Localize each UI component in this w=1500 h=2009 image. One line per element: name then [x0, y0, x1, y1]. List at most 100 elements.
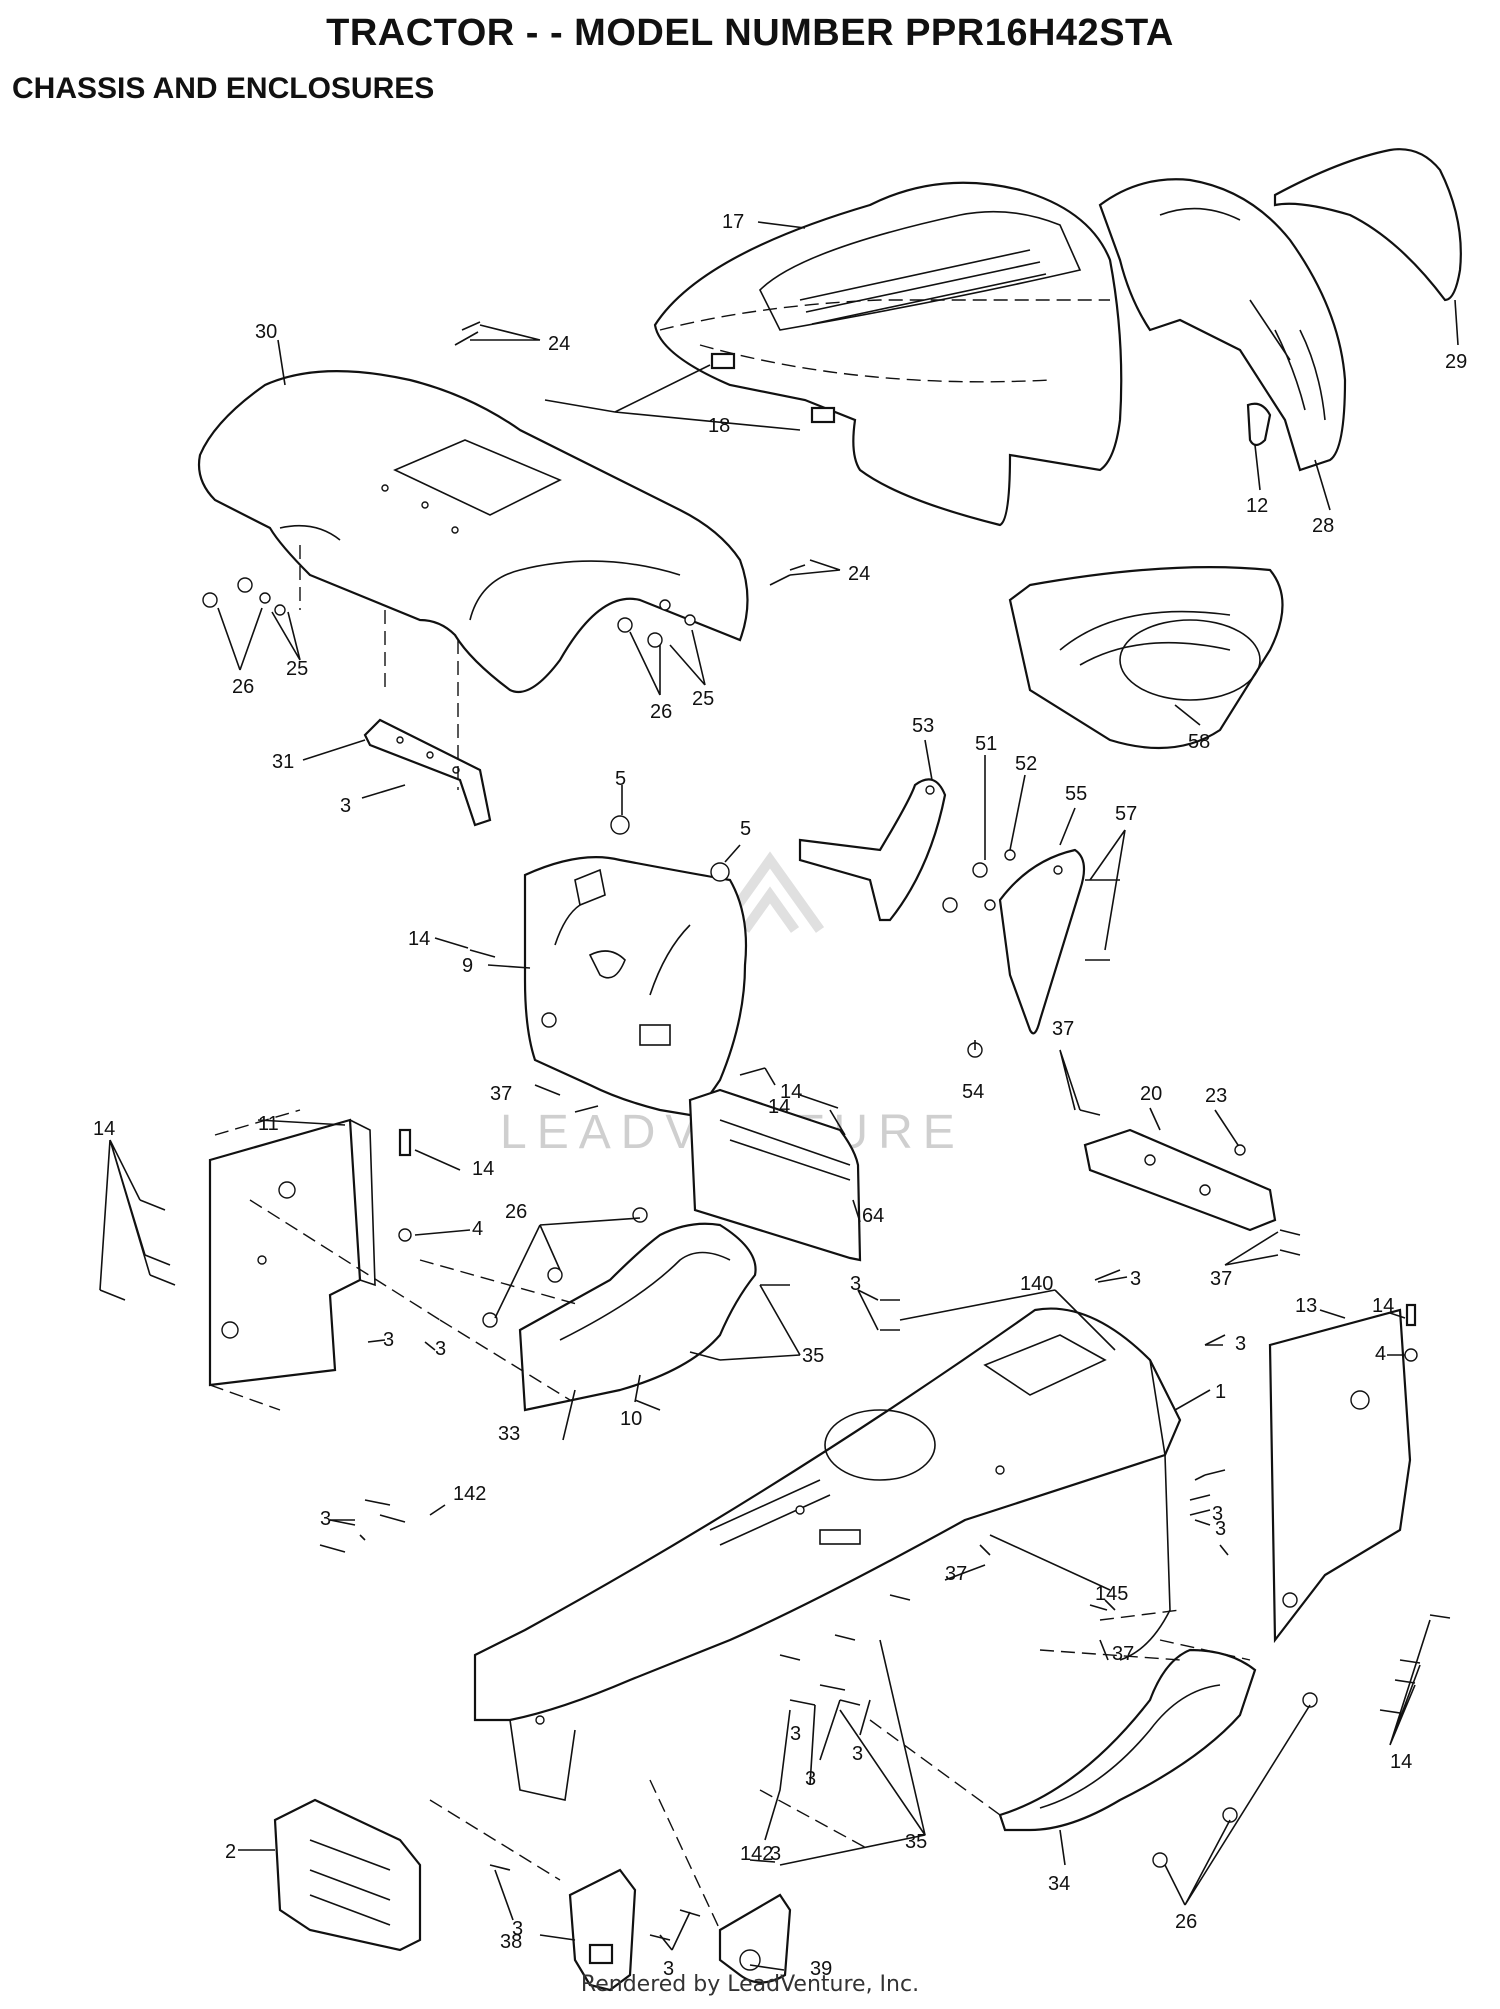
callout-4-left: 4	[472, 1218, 483, 1240]
part-13-side-panel-right	[1268, 1308, 1412, 1644]
page-title: TRACTOR - - MODEL NUMBER PPR16H42STA	[326, 12, 1174, 54]
callout-12: 12	[1246, 495, 1268, 517]
callout-55: 55	[1065, 783, 1087, 805]
part-12-latch	[1246, 402, 1272, 447]
callout-23: 23	[1205, 1085, 1227, 1107]
callout-39: 39	[810, 1958, 832, 1980]
part-55-mount-bracket	[998, 848, 1086, 1035]
callout-3-left-a: 3	[383, 1329, 394, 1351]
callout-3-left-b: 3	[435, 1338, 446, 1360]
callout-3-lower-d: 3	[790, 1723, 801, 1745]
callout-5-right: 5	[740, 818, 751, 840]
part-34-footrest	[998, 1648, 1257, 1832]
callout-25-right: 25	[692, 688, 714, 710]
callout-14-dash: 14	[408, 928, 430, 950]
callout-3-right-b: 3	[1215, 1518, 1226, 1540]
callout-57: 57	[1115, 803, 1137, 825]
callout-25-left: 25	[286, 658, 308, 680]
part-9-dash-panel	[523, 856, 748, 1117]
part-17-hood	[653, 181, 1123, 527]
callout-26-bottom: 26	[1175, 1911, 1197, 1933]
callout-53: 53	[912, 715, 934, 737]
part-58-footrest-pan	[1008, 566, 1284, 750]
callout-35-lower: 35	[905, 1831, 927, 1853]
callout-26-right: 26	[650, 701, 672, 723]
callout-14-left: 14	[93, 1118, 115, 1140]
callout-3-left-c: 3	[320, 1508, 331, 1530]
part-31-fender-bracket	[363, 718, 492, 827]
leader-lines	[99, 221, 1459, 1971]
callout-140: 140	[1020, 1273, 1053, 1295]
callout-14-right: 14	[1372, 1295, 1394, 1317]
part-30-fender	[197, 370, 749, 694]
callout-37-right: 37	[1210, 1268, 1232, 1290]
callout-18: 18	[708, 415, 730, 437]
callout-37-dash: 37	[490, 1083, 512, 1105]
callout-14-bolt: 14	[472, 1158, 494, 1180]
callout-3-frame-top: 3	[1130, 1268, 1141, 1290]
callout-20: 20	[1140, 1083, 1162, 1105]
callout-24-top: 24	[548, 333, 570, 355]
callout-38: 38	[500, 1931, 522, 1953]
part-38-lift-bracket	[568, 1868, 637, 1992]
part-1-main-frame	[473, 1307, 1182, 1801]
callout-3-bracket: 3	[340, 795, 351, 817]
part-64-console	[688, 1088, 862, 1262]
callout-5-left: 5	[615, 768, 626, 790]
section-title: CHASSIS AND ENCLOSURES	[12, 72, 435, 105]
callout-145: 145	[1095, 1583, 1128, 1605]
callout-9: 9	[462, 955, 473, 977]
callout-3-lower-b: 3	[770, 1843, 781, 1865]
callout-58: 58	[1188, 731, 1210, 753]
callout-37-top: 37	[1052, 1018, 1074, 1040]
callout-10: 10	[620, 1408, 642, 1430]
part-33-step-plate	[518, 1222, 757, 1412]
callout-33: 33	[498, 1423, 520, 1445]
callout-29: 29	[1445, 351, 1467, 373]
callout-37-rod: 37	[945, 1563, 967, 1585]
callout-24-right: 24	[848, 563, 870, 585]
part-11-side-panel-left	[208, 1118, 376, 1387]
callout-142-lower: 142	[740, 1843, 773, 1865]
callout-13: 13	[1295, 1295, 1317, 1317]
callout-14-lower-right: 14	[1390, 1751, 1412, 1773]
callout-26-left: 26	[232, 676, 254, 698]
callout-37-rod-end: 37	[1112, 1643, 1134, 1665]
alignment-lines	[209, 545, 1251, 1931]
callout-54: 54	[962, 1081, 984, 1103]
footer-credit: Rendered by LeadVenture, Inc.	[580, 1972, 920, 1997]
callout-2: 2	[225, 1841, 236, 1863]
callout-3-lower-c: 3	[852, 1743, 863, 1765]
callout-64: 64	[862, 1205, 884, 1227]
part-53-support-bracket	[798, 778, 947, 922]
callout-14-console: 14	[768, 1096, 790, 1118]
callout-1: 1	[1215, 1381, 1226, 1403]
callout-35-step: 35	[802, 1345, 824, 1367]
callout-3-frame-right: 3	[1235, 1333, 1246, 1355]
callout-3-upper: 3	[850, 1273, 861, 1295]
part-29-front-grille	[1273, 148, 1462, 302]
hardware-fasteners	[99, 321, 1451, 1941]
callout-11: 11	[258, 1113, 279, 1135]
callout-3-bottom: 3	[663, 1958, 674, 1980]
callout-labels: 17 18 29 12 28 30 24 24 26 25 26 25 58 3…	[93, 211, 1467, 1980]
callout-3-lower: 3	[512, 1918, 523, 1940]
callout-17: 17	[722, 211, 744, 233]
part-20-steering-bracket	[1083, 1128, 1277, 1232]
callout-28: 28	[1312, 515, 1334, 537]
callout-30: 30	[255, 321, 277, 343]
callout-3-lower-a: 3	[805, 1768, 816, 1790]
callout-4-right: 4	[1375, 1343, 1386, 1365]
part-28-nose-cone	[1098, 178, 1347, 472]
part-2-rear-plate	[273, 1798, 422, 1952]
callout-3-right-a: 3	[1212, 1503, 1223, 1525]
callout-142-left: 142	[453, 1483, 486, 1505]
callout-52: 52	[1015, 753, 1037, 775]
callout-26-step: 26	[505, 1201, 527, 1223]
callout-31: 31	[272, 751, 294, 773]
callout-34: 34	[1048, 1873, 1070, 1895]
callout-14-center: 14	[780, 1081, 802, 1103]
callout-51: 51	[975, 733, 997, 755]
